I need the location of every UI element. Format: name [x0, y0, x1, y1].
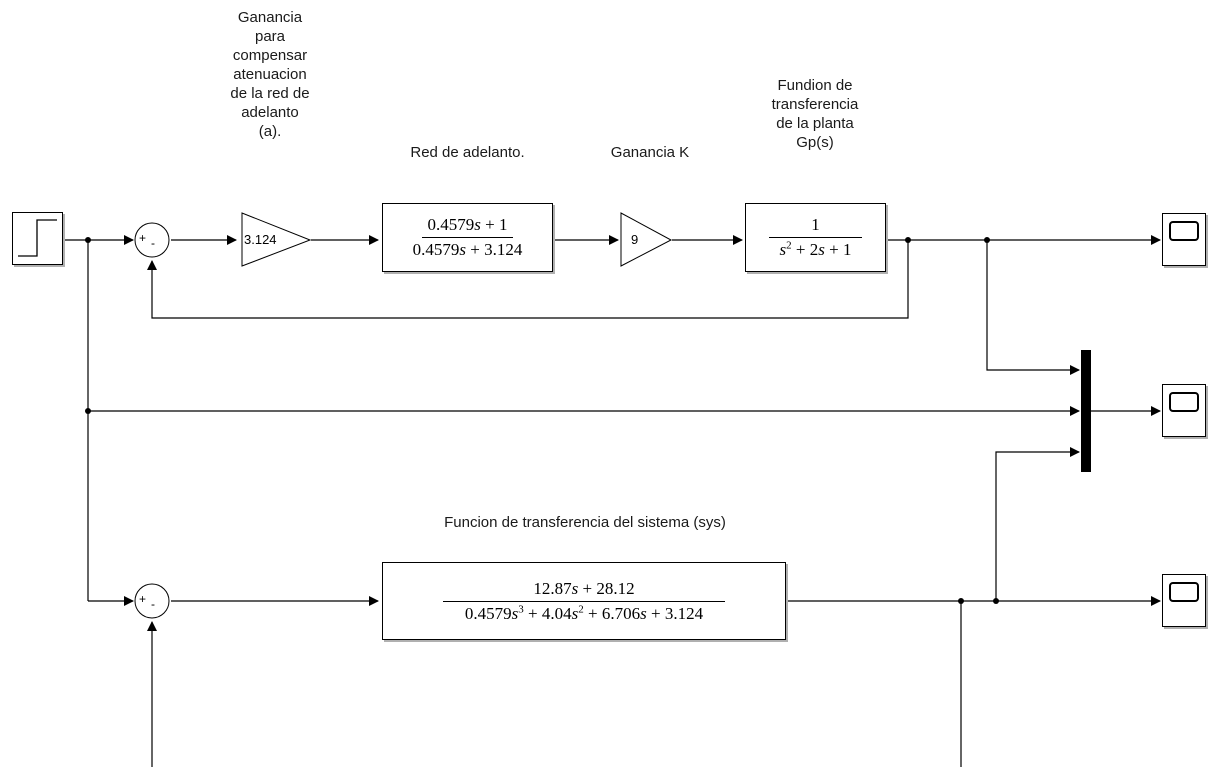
sum-block-bottom: [134, 583, 170, 619]
scope-icon: [1169, 221, 1199, 241]
junction-step-top: [85, 237, 91, 243]
junction-plant-out: [905, 237, 911, 243]
gain-k-block: [620, 212, 673, 267]
step-block[interactable]: [12, 212, 63, 265]
gain-comp-block: [241, 212, 312, 267]
gain-k-label: Ganancia K: [610, 144, 690, 161]
sum-top-plus: +: [139, 231, 147, 245]
system-tf-block[interactable]: 12.87s + 28.12 0.4579s3 + 4.04s2 + 6.706…: [382, 562, 786, 640]
gain-comp-label: Ganancia para compensar atenuacion de la…: [230, 9, 310, 140]
system-label: Funcion de transferencia del sistema (sy…: [444, 514, 726, 531]
sys-numerator: 12.87s + 28.12: [443, 579, 725, 602]
junction-output-branch: [984, 237, 990, 243]
sum-top-minus: -: [151, 236, 155, 250]
wire-sys-to-mux: [995, 447, 1080, 601]
scope-icon: [1169, 392, 1199, 412]
plant-denominator: s2 + 2s + 1: [779, 239, 852, 259]
step-icon: [18, 219, 57, 257]
plant-numerator: 1: [769, 215, 862, 238]
sum-bottom-minus: -: [151, 597, 155, 611]
sum-block-top: [134, 222, 170, 258]
scope-block-2[interactable]: [1162, 384, 1206, 437]
scope-icon: [1169, 582, 1199, 602]
sys-denominator: 0.4579s3 + 4.04s2 + 6.706s + 3.124: [464, 602, 704, 623]
wire-feedback-top: [147, 240, 909, 319]
lead-network-label: Red de adelanto.: [410, 144, 525, 161]
plant-block[interactable]: 1 s2 + 2s + 1: [745, 203, 886, 272]
plant-label: Fundion de transferencia de la planta Gp…: [771, 77, 859, 151]
gain-comp-value: 3.124: [244, 232, 277, 247]
junction-sys-out-b: [993, 598, 999, 604]
wire-output-to-mux: [986, 240, 1080, 375]
scope-block-1[interactable]: [1162, 213, 1206, 266]
scope-block-3[interactable]: [1162, 574, 1206, 627]
junction-step-mid: [85, 408, 91, 414]
junction-sys-out-a: [958, 598, 964, 604]
lead-denominator: 0.4579s + 3.124: [412, 240, 523, 259]
lead-numerator: 0.4579s + 1: [421, 215, 514, 238]
gain-k-value: 9: [631, 232, 639, 247]
lead-network-block[interactable]: 0.4579s + 1 0.4579s + 3.124: [382, 203, 553, 272]
sum-bottom-plus: +: [139, 592, 147, 606]
mux-block: [1081, 350, 1091, 472]
